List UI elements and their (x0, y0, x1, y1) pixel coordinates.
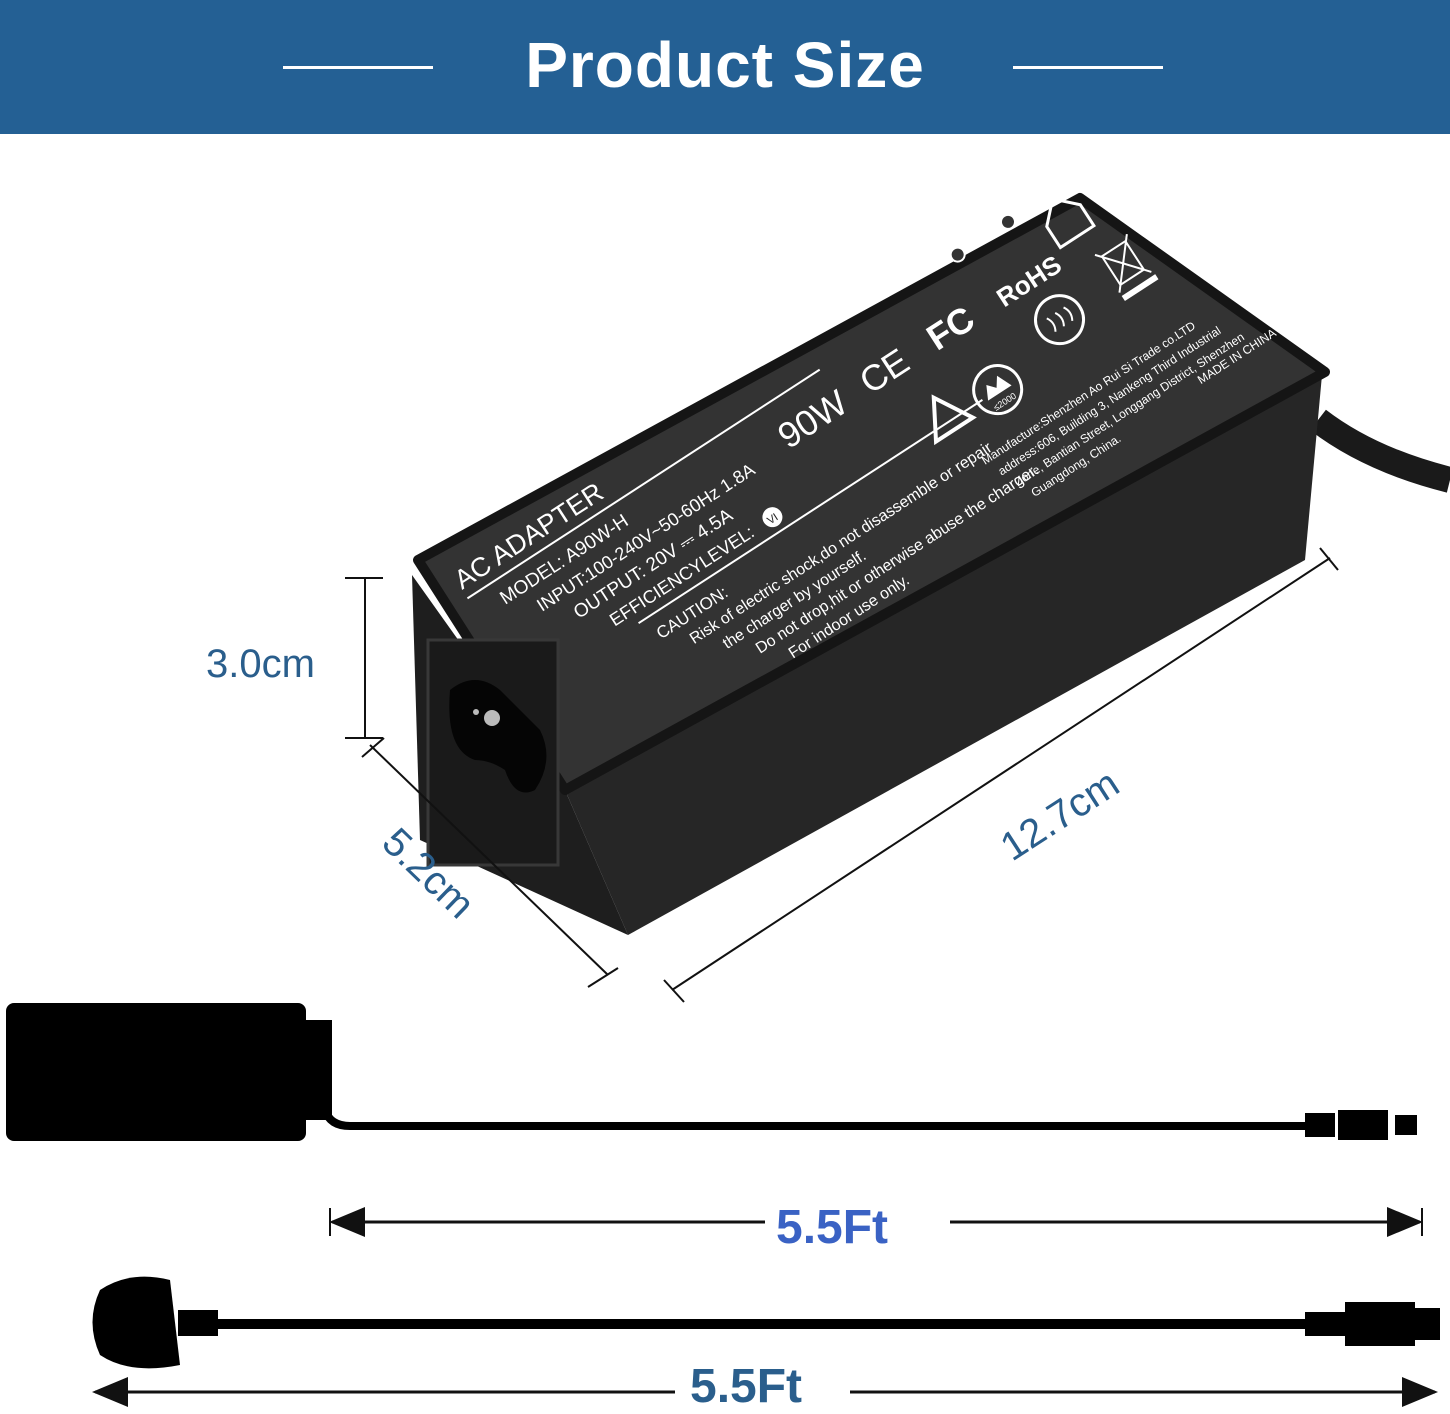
c5-plug-icon (1345, 1302, 1415, 1346)
ac-cable-length: 5.5Ft (690, 1360, 802, 1413)
adapter-silhouette (6, 1003, 306, 1141)
ac-cable-silhouette (92, 1276, 1440, 1369)
adapter-cable (1310, 409, 1450, 493)
dimension-lines (345, 547, 1339, 1003)
warning-triangle-icon (931, 394, 977, 446)
label-block: AC ADAPTER MODEL: A90W-H INPUT:100-240V~… (449, 368, 1042, 662)
length-dimension: 12.7cm (993, 761, 1127, 869)
header-banner: Product Size (0, 0, 1450, 134)
polarity-icon (949, 213, 1016, 263)
ac-plug-icon (92, 1276, 180, 1369)
c5-inlet-icon (449, 680, 547, 793)
dc-cable-silhouette (6, 1003, 1417, 1141)
no-humidity-icon (1034, 294, 1086, 346)
title-rule-left (283, 66, 433, 69)
title-rule-right (1013, 66, 1163, 69)
height-dimension: 3.0cm (206, 642, 315, 686)
dc-plug-icon (1395, 1115, 1417, 1135)
page-title: Product Size (525, 29, 925, 101)
weee-bin-icon (1094, 234, 1159, 301)
adapter-body (412, 193, 1330, 935)
indoor-house-icon (1045, 197, 1097, 250)
dc-cable-length: 5.5Ft (776, 1201, 888, 1254)
